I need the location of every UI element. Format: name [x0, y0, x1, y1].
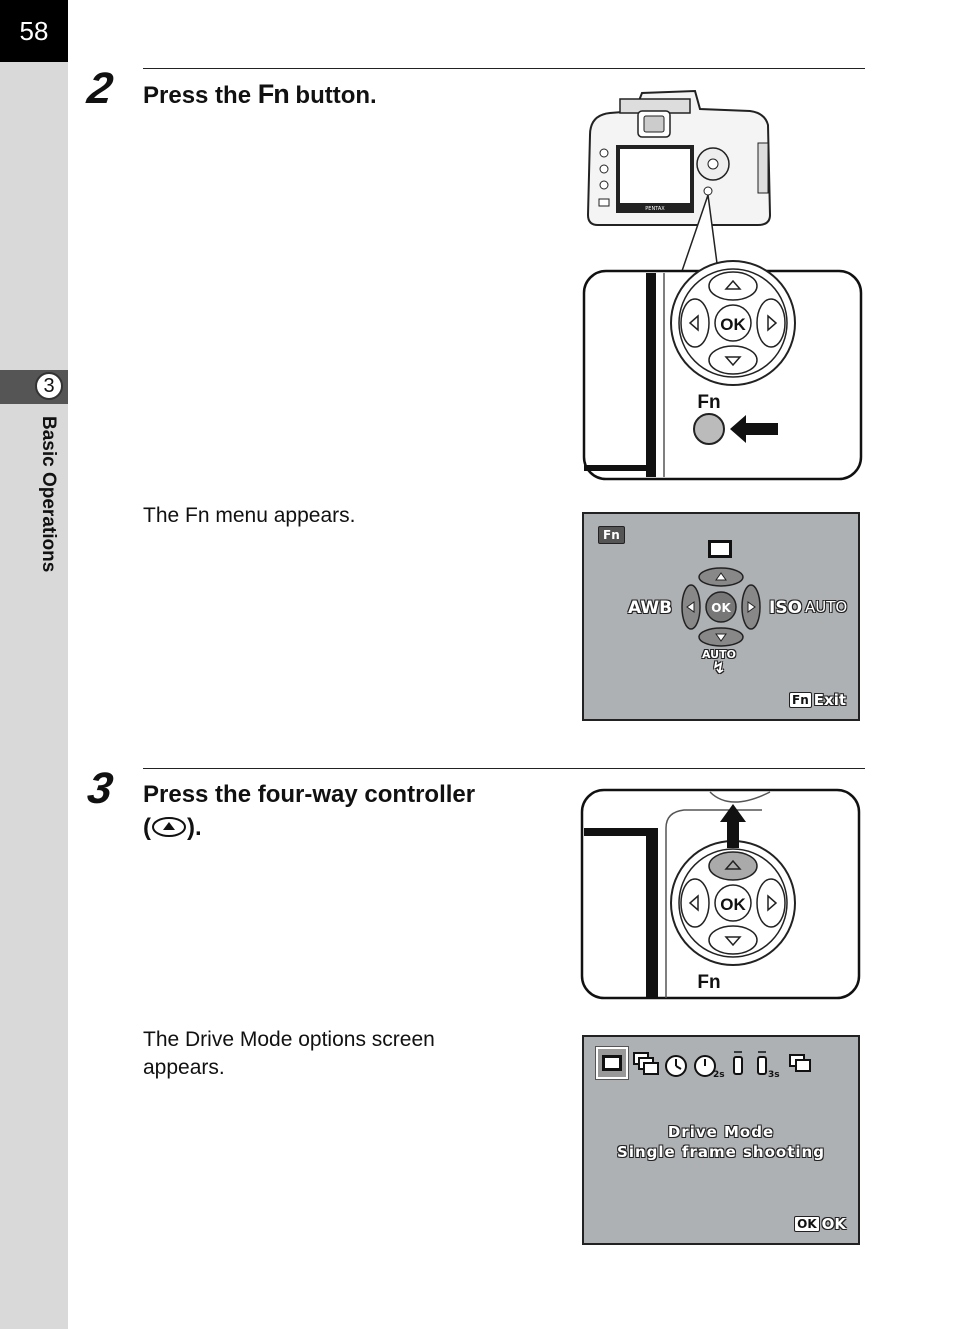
ok-label: OK [711, 601, 731, 615]
fn-label: Fn [697, 972, 720, 993]
side-band [0, 0, 68, 1329]
section-rule [143, 768, 865, 769]
step-number: 3 [84, 764, 116, 813]
paren-open: ( [143, 814, 151, 841]
exit-label: Exit [813, 691, 846, 709]
timer-2s-label: 2s [713, 1070, 725, 1079]
iso-label: ISO [769, 598, 803, 618]
drive-mode-title: Drive Mode [667, 1123, 775, 1141]
exit-hint: Fn Exit [789, 691, 846, 709]
awb-label: AWB [628, 598, 673, 618]
ok-label: OK [720, 895, 746, 914]
arrow-left-icon [730, 415, 778, 443]
camera-back-illustration: PENTAX OK Fn [582, 89, 863, 481]
up-button-icon [152, 817, 186, 837]
section-rule [143, 68, 865, 69]
heading-line: Press the four-way controller [143, 781, 476, 808]
fn-menu-screen: Fn OK AWB ISO AUTO AUTO ↯ Fn Exit [582, 512, 860, 721]
ok-label: OK [821, 1215, 846, 1233]
single-frame-icon [708, 540, 732, 558]
heading-text: button. [288, 82, 377, 109]
ok-hint: OK OK [794, 1215, 846, 1233]
controller-up-illustration: OK Fn [580, 788, 861, 1000]
fn-label: Fn [697, 392, 720, 413]
selected-mode-frame [595, 1046, 629, 1080]
flash-auto-label: AUTO [702, 648, 736, 661]
remote-icon [733, 1056, 743, 1075]
step-heading: Press the Fn button. [143, 78, 377, 112]
ok-label: OK [720, 315, 746, 334]
single-frame-icon [602, 1055, 622, 1071]
page-number: 58 [0, 0, 68, 62]
arrow-up-icon [720, 804, 746, 848]
fn-key-badge: Fn [789, 692, 812, 708]
paren-close: ). [187, 814, 202, 841]
drive-mode-subtitle: Single frame shooting [617, 1143, 825, 1161]
drive-mode-screen: 2s 3s Drive Mode Single frame shooting O… [582, 1035, 860, 1245]
chapter-number: 3 [35, 372, 63, 400]
ok-key-badge: OK [794, 1216, 820, 1232]
remote-3s-icon [757, 1056, 767, 1075]
heading-line: (). [143, 811, 475, 844]
step-number: 2 [84, 64, 116, 113]
iso-value: AUTO [805, 598, 848, 616]
fn-label: Fn [257, 79, 290, 109]
brand-label: PENTAX [645, 206, 665, 212]
flash-icon: ↯ [712, 658, 726, 677]
result-text: The Drive Mode options screen appears. [143, 1028, 435, 1079]
fn-corner-badge: Fn [598, 526, 625, 544]
four-way-pad-icon: OK [681, 567, 761, 647]
step-heading: Press the four-way controller (). [143, 778, 475, 844]
heading-text: Press the [143, 82, 258, 109]
chapter-title: Basic Operations [38, 416, 59, 573]
drive-mode-icons: 2s 3s [633, 1051, 811, 1079]
timer-3s-label: 3s [768, 1070, 780, 1079]
result-text: The Fn menu appears. [143, 504, 356, 527]
